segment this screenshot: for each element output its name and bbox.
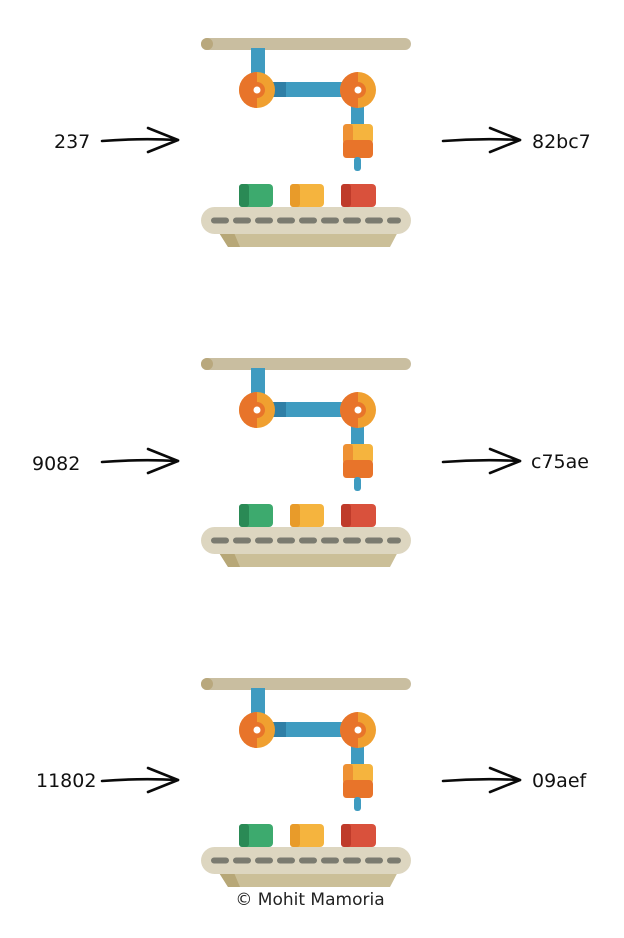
input-label-2: 11802 [36, 770, 96, 792]
row-11802: 11802 09aef [36, 770, 588, 792]
output-label-0: 82bc7 [532, 131, 591, 153]
machine-0-factory-robot-arm-icon [201, 38, 411, 247]
machine-2-factory-robot-arm-icon [201, 678, 411, 887]
input-label-1: 9082 [32, 453, 80, 475]
machine-1-factory-robot-arm-icon [201, 358, 411, 567]
row-9082: 9082 c75ae [32, 451, 589, 475]
output-label-1: c75ae [531, 451, 589, 473]
output-label-2: 09aef [532, 770, 588, 792]
output-arrow-0 [441, 126, 522, 154]
output-arrow-2 [441, 766, 522, 794]
row-237: 237 82bc7 [54, 131, 591, 153]
input-arrow-0 [100, 126, 180, 154]
input-arrow-1 [100, 447, 180, 475]
input-arrow-2 [100, 766, 180, 794]
input-label-0: 237 [54, 131, 90, 153]
output-arrow-1 [441, 447, 522, 475]
credit-text: © Mohit Mamoria [235, 890, 384, 910]
